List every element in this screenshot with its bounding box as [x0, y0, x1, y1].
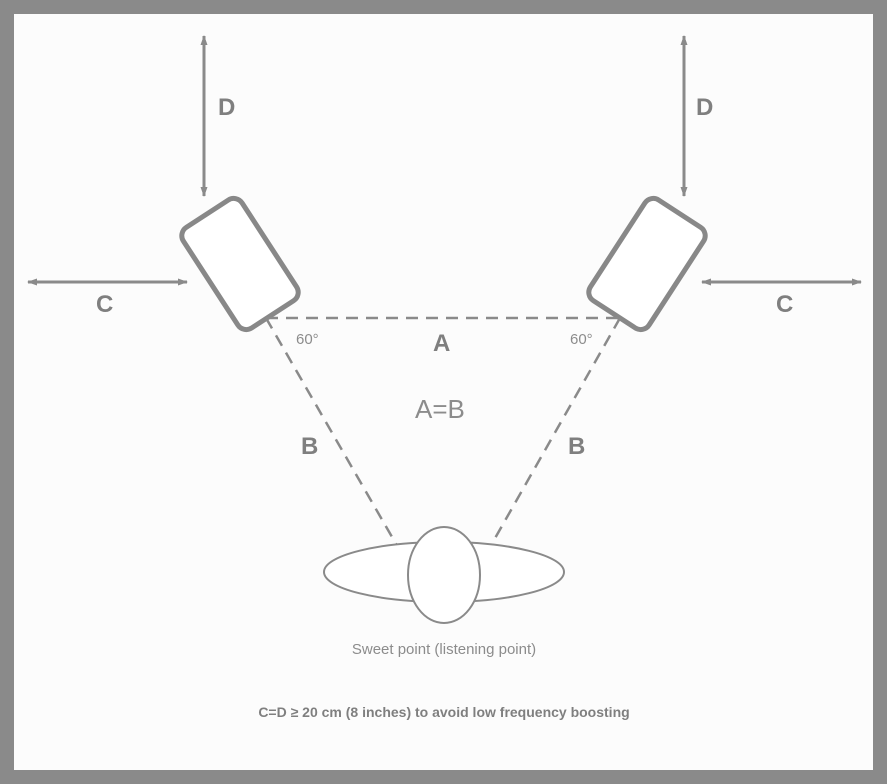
sweet-point-caption: Sweet point (listening point) [352, 641, 536, 658]
label-d-left: D [218, 94, 235, 121]
angle-label-right: 60° [570, 331, 593, 348]
label-c-left: C [96, 291, 113, 318]
footnote-caption: C=D ≥ 20 cm (8 inches) to avoid low freq… [258, 704, 629, 720]
label-b-right: B [568, 433, 585, 460]
speaker-left [179, 195, 301, 333]
speaker-right [586, 195, 708, 333]
angle-label-left: 60° [296, 331, 319, 348]
line-b-right [475, 317, 622, 571]
label-c-right: C [776, 291, 793, 318]
line-b-left [264, 317, 413, 571]
equation-label: A=B [415, 394, 465, 424]
label-b-left: B [301, 433, 318, 460]
listener-head [407, 526, 481, 624]
label-a: A [433, 330, 450, 357]
label-d-right: D [696, 94, 713, 121]
